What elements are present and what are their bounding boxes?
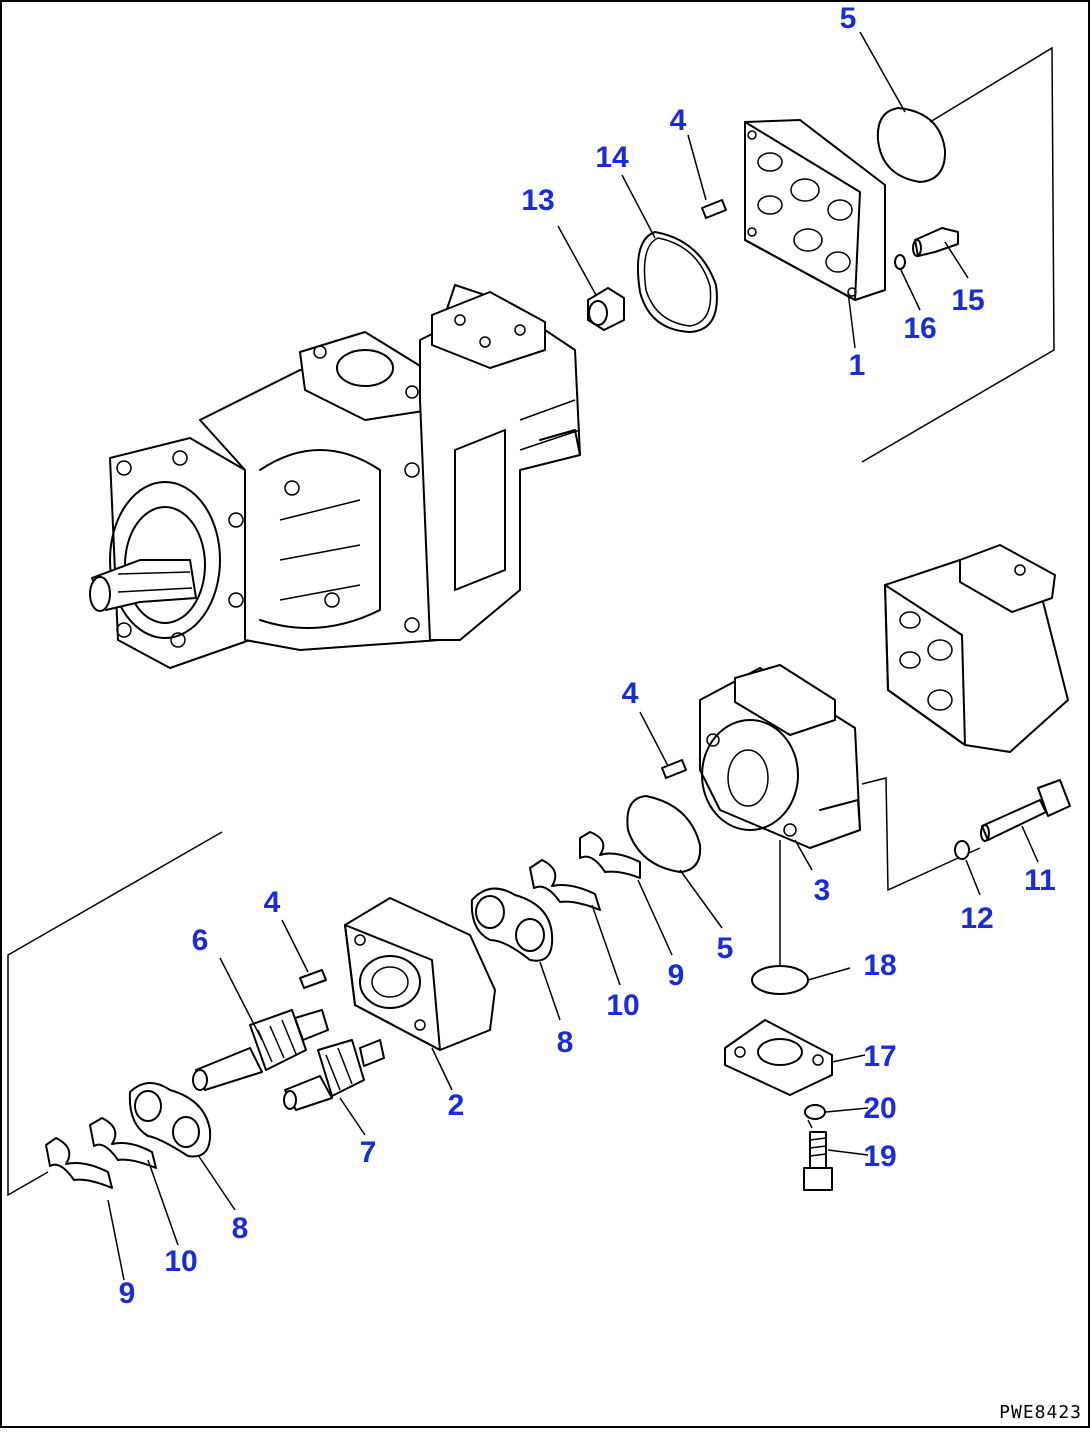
callout-11: 11 bbox=[1024, 864, 1056, 897]
part-17-flange bbox=[724, 1019, 833, 1096]
callout-10-lower: 10 bbox=[164, 1245, 197, 1278]
part-9-backup-ring-lower bbox=[45, 1137, 113, 1189]
part-10-backup-ring-lower bbox=[89, 1117, 157, 1169]
leader-lines bbox=[107, 31, 1039, 1281]
callout-12: 12 bbox=[960, 902, 993, 935]
callout-16: 16 bbox=[903, 312, 936, 345]
part-3-gear-case bbox=[699, 664, 861, 849]
callout-4-middle: 4 bbox=[622, 677, 639, 710]
callout-18: 18 bbox=[863, 949, 896, 982]
part-12-washer bbox=[954, 840, 970, 860]
part-8-side-plate-upper bbox=[470, 887, 554, 962]
drawing-code: PWE8423 bbox=[999, 1402, 1082, 1423]
part-20-washer bbox=[804, 1104, 826, 1120]
callout-8-upper: 8 bbox=[557, 1026, 574, 1059]
part-11-bolt bbox=[980, 779, 1071, 842]
callout-3: 3 bbox=[814, 874, 831, 907]
callout-5-upper: 5 bbox=[840, 2, 857, 35]
callout-13: 13 bbox=[521, 184, 554, 217]
part-15-fitting bbox=[912, 227, 959, 257]
part-8-side-plate-lower bbox=[128, 1082, 212, 1158]
part-19-bolt bbox=[803, 1131, 833, 1191]
assembly-boundary-lines bbox=[7, 46, 1055, 1197]
callout-2: 2 bbox=[448, 1089, 465, 1122]
callout-15: 15 bbox=[951, 284, 984, 317]
callout-9-upper: 9 bbox=[668, 959, 685, 992]
main-pump-body bbox=[89, 284, 581, 669]
callout-4-upper: 4 bbox=[670, 104, 687, 137]
part-7-driven-gear bbox=[283, 1039, 385, 1111]
part-4-pin-lower bbox=[299, 969, 327, 989]
part-14-o-ring bbox=[636, 231, 718, 333]
part-4-pin-upper bbox=[701, 199, 727, 219]
callout-10-upper: 10 bbox=[606, 989, 639, 1022]
callout-9-lower: 9 bbox=[119, 1277, 136, 1310]
rear-pump-unit bbox=[884, 544, 1069, 753]
part-4-pin-middle bbox=[661, 759, 687, 779]
callout-5-lower: 5 bbox=[717, 932, 734, 965]
part-18-o-ring bbox=[751, 965, 809, 995]
callout-8-lower: 8 bbox=[232, 1212, 249, 1245]
callout-1: 1 bbox=[849, 349, 866, 382]
callout-4-lower: 4 bbox=[264, 886, 281, 919]
callout-20: 20 bbox=[863, 1092, 896, 1125]
callout-19: 19 bbox=[863, 1140, 896, 1173]
part-1-cover-plate bbox=[744, 119, 886, 301]
part-5-o-ring-upper bbox=[876, 107, 947, 183]
callout-17: 17 bbox=[863, 1040, 896, 1073]
callout-7: 7 bbox=[360, 1136, 377, 1169]
part-16-washer bbox=[894, 254, 906, 270]
part-6-drive-gear bbox=[192, 1009, 329, 1091]
callout-6: 6 bbox=[192, 924, 209, 957]
part-5-o-ring-lower bbox=[626, 795, 702, 873]
part-13-sleeve bbox=[587, 287, 625, 331]
part-10-backup-ring-upper bbox=[529, 859, 601, 911]
part-9-backup-ring-upper bbox=[579, 831, 641, 879]
part-2-gear-housing bbox=[344, 897, 496, 1051]
callout-numbers: 5 4 14 13 15 16 1 4 3 11 12 5 9 18 10 8 … bbox=[119, 2, 1056, 1310]
callout-14: 14 bbox=[595, 141, 629, 174]
